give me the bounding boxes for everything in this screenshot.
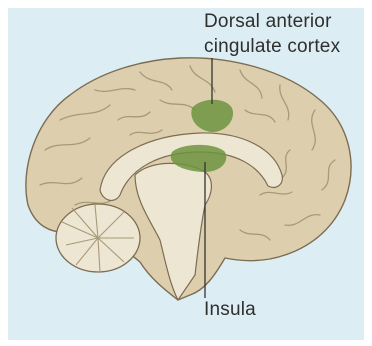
dacc-label-line1: Dorsal anterior <box>204 11 332 33</box>
cerebellum <box>56 204 140 272</box>
insula-label: Insula <box>204 299 256 321</box>
dacc-label-line2: cingulate cortex <box>204 36 340 58</box>
